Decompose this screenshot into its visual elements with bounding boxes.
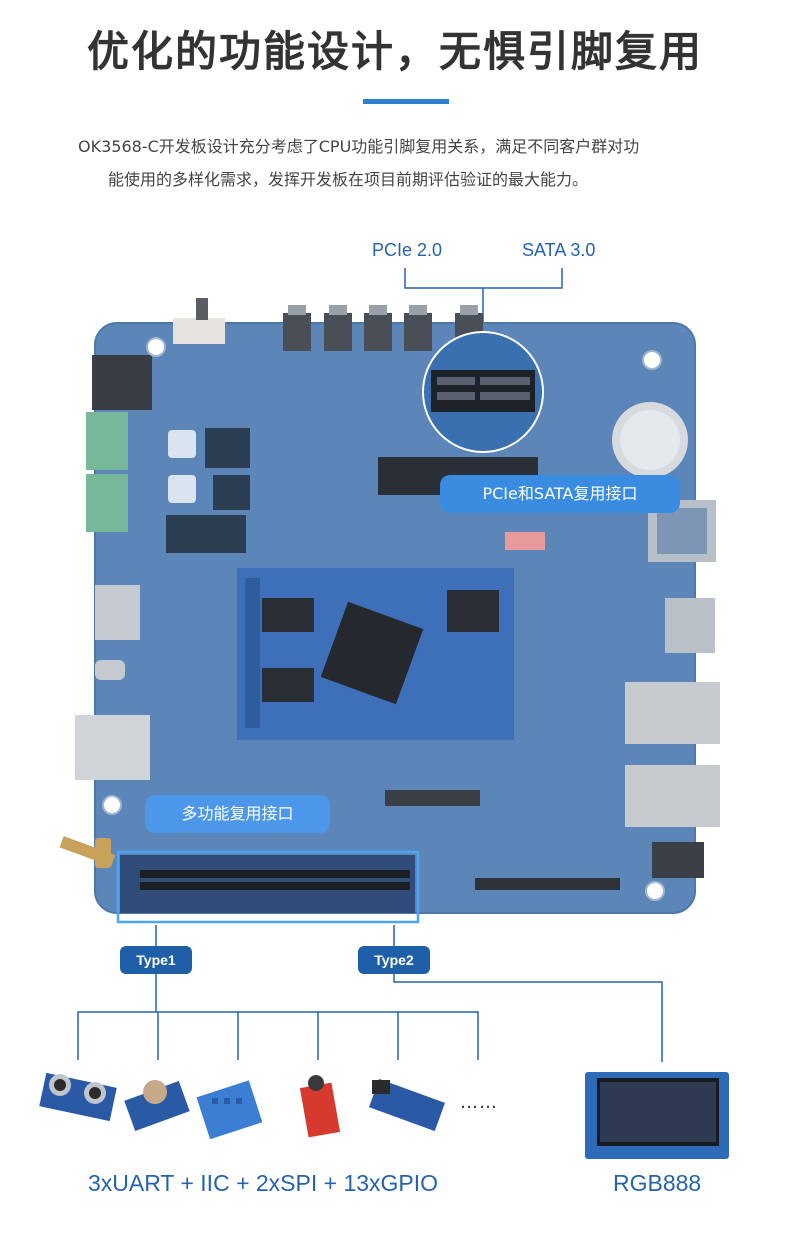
sound-sensor-icon bbox=[299, 1075, 341, 1138]
ethernet-port-1 bbox=[625, 682, 720, 744]
antenna bbox=[59, 836, 116, 868]
light-sensor-icon bbox=[368, 1078, 446, 1132]
usb-a-port bbox=[75, 715, 150, 780]
sim-slot bbox=[95, 585, 140, 640]
gas-sensor-icon bbox=[124, 1080, 190, 1131]
header-highlight bbox=[116, 850, 420, 924]
header-pins bbox=[140, 870, 410, 890]
pcie-sata-badge: PCIe和SATA复用接口 bbox=[440, 475, 680, 513]
pcie-label: PCIe 2.0 bbox=[372, 240, 443, 260]
terminal-block-1 bbox=[86, 412, 128, 470]
type2-tag: Type2 bbox=[358, 946, 430, 974]
title-underline bbox=[363, 99, 449, 104]
description: OK3568-C开发板设计充分考虑了CPU功能引脚复用关系，满足不同客户群对功 … bbox=[78, 130, 728, 196]
ultrasonic-sensor-icon bbox=[39, 1072, 117, 1122]
power-jack bbox=[92, 355, 152, 410]
rgb-lcd-display-icon bbox=[585, 1072, 729, 1159]
type1-interfaces-label: 3xUART + IIC + 2xSPI + 13xGPIO bbox=[88, 1170, 439, 1196]
page-title: 优化的功能设计，无惧引脚复用 bbox=[86, 27, 703, 76]
type-connectors bbox=[77, 925, 663, 1062]
type2-interface-label: RGB888 bbox=[613, 1170, 702, 1196]
more-sensors-ellipsis: …… bbox=[460, 1092, 498, 1113]
type1-tag: Type1 bbox=[120, 946, 192, 974]
description-line-1: OK3568-C开发板设计充分考虑了CPU功能引脚复用关系，满足不同客户群对功 bbox=[78, 137, 640, 156]
usb-c-port bbox=[95, 660, 125, 680]
description-line-2: 能使用的多样化需求，发挥开发板在项目前期评估验证的最大能力。 bbox=[108, 170, 589, 189]
sata-label: SATA 3.0 bbox=[522, 240, 596, 260]
multi-function-badge: 多功能复用接口 bbox=[145, 795, 330, 833]
dht-sensor-icon bbox=[196, 1080, 263, 1140]
hdmi-port bbox=[665, 598, 715, 653]
terminal-block-2 bbox=[86, 474, 128, 532]
ethernet-port-2 bbox=[625, 765, 720, 827]
slide-switch bbox=[173, 318, 225, 344]
soc-chip bbox=[320, 601, 424, 705]
